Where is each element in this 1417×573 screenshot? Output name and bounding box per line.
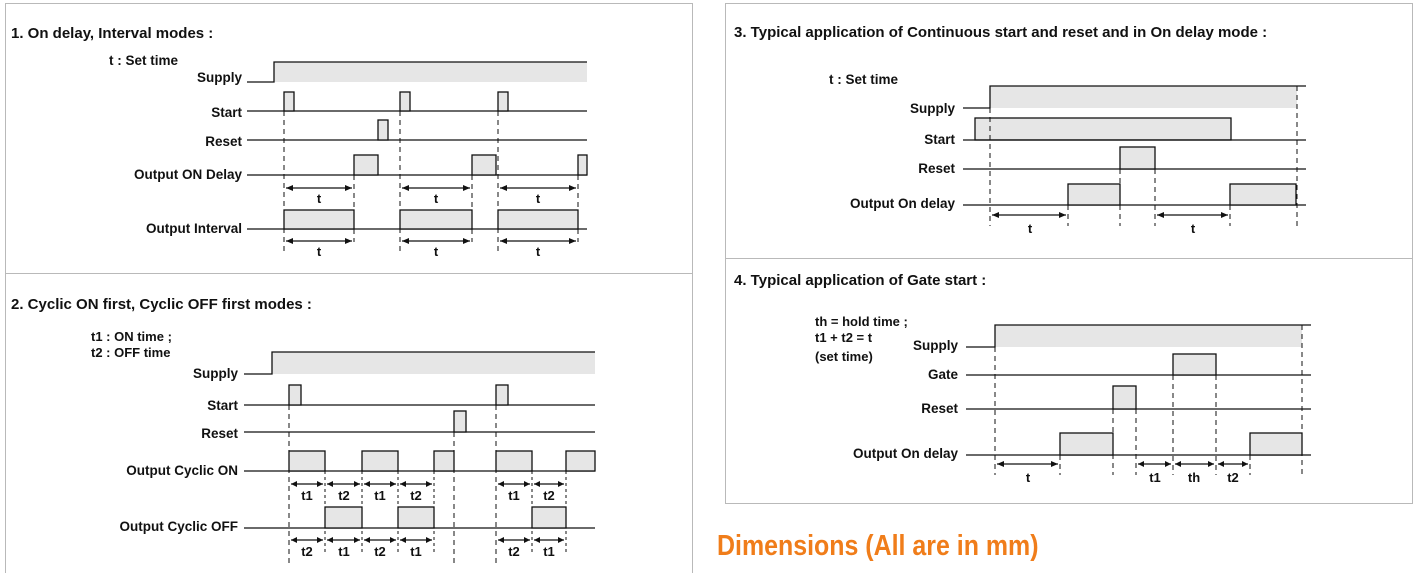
row-label-output-cyclic-off: Output Cyclic OFF bbox=[119, 519, 238, 534]
row-label-supply: Supply bbox=[910, 101, 955, 116]
cyclic-on-label: t2 bbox=[410, 488, 422, 503]
note-on-time: t1 : ON time ; bbox=[91, 329, 172, 344]
row-label-supply: Supply bbox=[193, 366, 238, 381]
row-label-start: Start bbox=[211, 105, 242, 120]
row-label-output-on-delay: Output ON Delay bbox=[134, 167, 242, 182]
row-label-supply: Supply bbox=[197, 70, 242, 85]
panel-title: 4. Typical application of Gate start : bbox=[734, 272, 987, 289]
row-label-reset: Reset bbox=[921, 401, 958, 416]
interval-label: t bbox=[1028, 221, 1033, 236]
cyclic-off-label: t2 bbox=[301, 544, 313, 559]
cyclic-on-label: t1 bbox=[301, 488, 313, 503]
panel-cyclic-modes: 2. Cyclic ON first, Cyclic OFF first mod… bbox=[5, 273, 693, 573]
row-label-reset: Reset bbox=[205, 134, 242, 149]
cyclic-off-label: t1 bbox=[338, 544, 350, 559]
timing-diagram-1: t : Set time Supply Start Reset Output O… bbox=[109, 53, 588, 259]
row-label-output-on-delay: Output On delay bbox=[853, 446, 958, 461]
cyclic-on-label: t1 bbox=[374, 488, 386, 503]
note-set-time: t : Set time bbox=[829, 72, 899, 87]
interval-label: t2 bbox=[1227, 470, 1239, 485]
interval-label: t bbox=[1026, 470, 1031, 485]
interval-label: t bbox=[434, 191, 439, 206]
row-label-output-on-delay: Output On delay bbox=[850, 196, 955, 211]
panel-title: 2. Cyclic ON first, Cyclic OFF first mod… bbox=[11, 296, 312, 313]
cyclic-off-label: t2 bbox=[508, 544, 520, 559]
cyclic-on-label: t1 bbox=[508, 488, 520, 503]
cyclic-on-label: t2 bbox=[543, 488, 555, 503]
interval-label: t bbox=[317, 191, 322, 206]
row-label-reset: Reset bbox=[201, 426, 238, 441]
interval-label: t bbox=[536, 191, 541, 206]
cyclic-off-label: t1 bbox=[410, 544, 422, 559]
note-off-time: t2 : OFF time bbox=[91, 345, 170, 360]
row-label-output-interval: Output Interval bbox=[146, 221, 242, 236]
panel-continuous-start-reset: 3. Typical application of Continuous sta… bbox=[725, 3, 1413, 260]
note-set-time: t : Set time bbox=[109, 53, 179, 68]
interval-label: t bbox=[434, 244, 439, 259]
note-hold-time: th = hold time ; bbox=[815, 314, 908, 329]
interval-label: t1 bbox=[1149, 470, 1161, 485]
panel-title: 1. On delay, Interval modes : bbox=[11, 25, 214, 42]
panel-on-delay-interval: 1. On delay, Interval modes : t : Set ti… bbox=[5, 3, 693, 275]
timing-diagram-3: t : Set time Supply Start Reset Output O… bbox=[829, 72, 1306, 236]
cyclic-off-label: t1 bbox=[543, 544, 555, 559]
dimensions-heading: Dimensions (All are in mm) bbox=[717, 530, 1039, 562]
timing-diagram-2: t1 : ON time ; t2 : OFF time Supply Star… bbox=[91, 329, 596, 564]
row-label-gate: Gate bbox=[928, 367, 959, 382]
row-label-output-cyclic-on: Output Cyclic ON bbox=[126, 463, 238, 478]
cyclic-on-label: t2 bbox=[338, 488, 350, 503]
row-label-reset: Reset bbox=[918, 161, 955, 176]
interval-label: th bbox=[1188, 470, 1200, 485]
panel-gate-start: 4. Typical application of Gate start : t… bbox=[725, 258, 1413, 504]
row-label-start: Start bbox=[924, 132, 955, 147]
interval-label: t bbox=[317, 244, 322, 259]
row-label-supply: Supply bbox=[913, 338, 958, 353]
row-label-start: Start bbox=[207, 398, 238, 413]
timing-diagram-4: th = hold time ; t1 + t2 = t (set time) … bbox=[815, 314, 1311, 485]
interval-label: t bbox=[1191, 221, 1196, 236]
interval-label: t bbox=[536, 244, 541, 259]
cyclic-off-label: t2 bbox=[374, 544, 386, 559]
panel-title: 3. Typical application of Continuous sta… bbox=[734, 24, 1268, 41]
note-set-time: (set time) bbox=[815, 349, 873, 364]
note-t1-t2: t1 + t2 = t bbox=[815, 330, 873, 345]
